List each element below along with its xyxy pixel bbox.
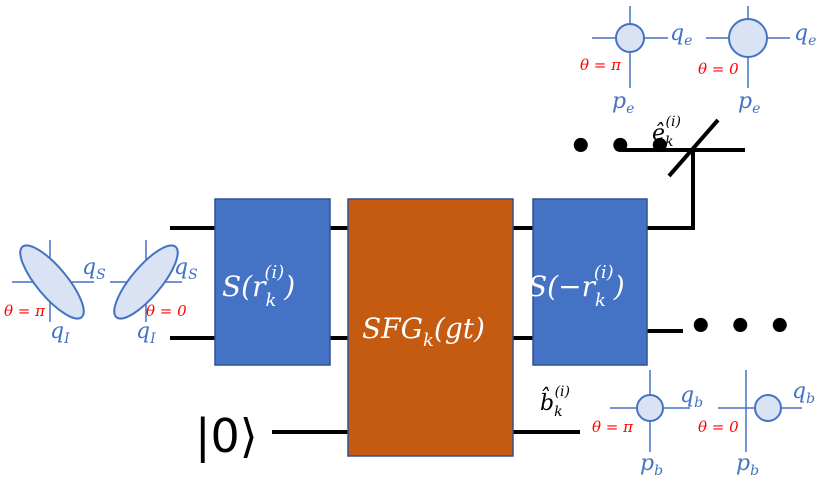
- b-wigner-pi: qb θ = π pb: [592, 370, 703, 479]
- state-circle: [754, 394, 782, 422]
- beamsplitter: [667, 118, 720, 178]
- sfg-label: SFGk(gt): [362, 312, 485, 351]
- state-circle: [615, 23, 645, 53]
- theta-label: θ = 0: [698, 418, 739, 436]
- ellipsis-mid: • • •: [688, 304, 793, 350]
- squeeze-out-label: S(−rk(i)): [528, 262, 625, 311]
- signal-wire-out: [647, 150, 695, 230]
- q-label: qe: [670, 21, 692, 49]
- state-circle: [636, 394, 664, 422]
- sfg-gate: SFGk(gt): [347, 198, 514, 457]
- p-label: pb: [640, 451, 663, 479]
- q-label: qb: [680, 383, 703, 411]
- p-label: pe: [612, 89, 634, 117]
- theta-label: θ = π: [592, 418, 634, 436]
- q-label: qe: [794, 21, 816, 49]
- q-label: qb: [792, 379, 815, 407]
- qs-label: qS: [174, 255, 198, 283]
- b-hat-label: b̂k(i): [540, 384, 570, 420]
- theta-label: θ = π: [4, 302, 46, 320]
- p-label: pb: [736, 451, 759, 479]
- p-label: pe: [738, 89, 760, 117]
- squeeze-in-gate: S(rk(i)): [214, 198, 331, 366]
- squeezed-state-ellipse: [113, 244, 179, 320]
- qi-label: qI: [136, 319, 156, 347]
- wires: [170, 118, 745, 434]
- e-wigner-pi: qe θ = π pe: [580, 6, 692, 117]
- squeeze-out-box: [532, 198, 648, 366]
- theta-label: θ = 0: [698, 60, 739, 78]
- squeeze-in-label: S(rk(i)): [222, 262, 295, 311]
- sfg-box: [347, 198, 514, 457]
- qs-label: qS: [82, 255, 106, 283]
- signal-idler-wigner-0: qS θ = 0 qI: [110, 240, 198, 347]
- squeeze-in-box: [214, 198, 331, 366]
- signal-idler-wigner-pi: qS θ = π qI: [4, 240, 106, 347]
- ellipsis-top: • • •: [568, 124, 673, 170]
- e-hat-label: êk(i): [652, 114, 681, 150]
- squeezed-state-ellipse: [19, 244, 85, 320]
- e-wigner-0: qe θ = 0 pe: [698, 6, 816, 117]
- theta-label: θ = 0: [146, 302, 187, 320]
- state-circle: [728, 18, 768, 58]
- b-wigner-0: qb θ = 0 pb: [698, 370, 815, 479]
- qi-label: qI: [50, 319, 70, 347]
- theta-label: θ = π: [580, 56, 622, 74]
- vacuum-ket: |0⟩: [195, 409, 258, 464]
- squeeze-out-gate: S(−rk(i)): [528, 198, 648, 366]
